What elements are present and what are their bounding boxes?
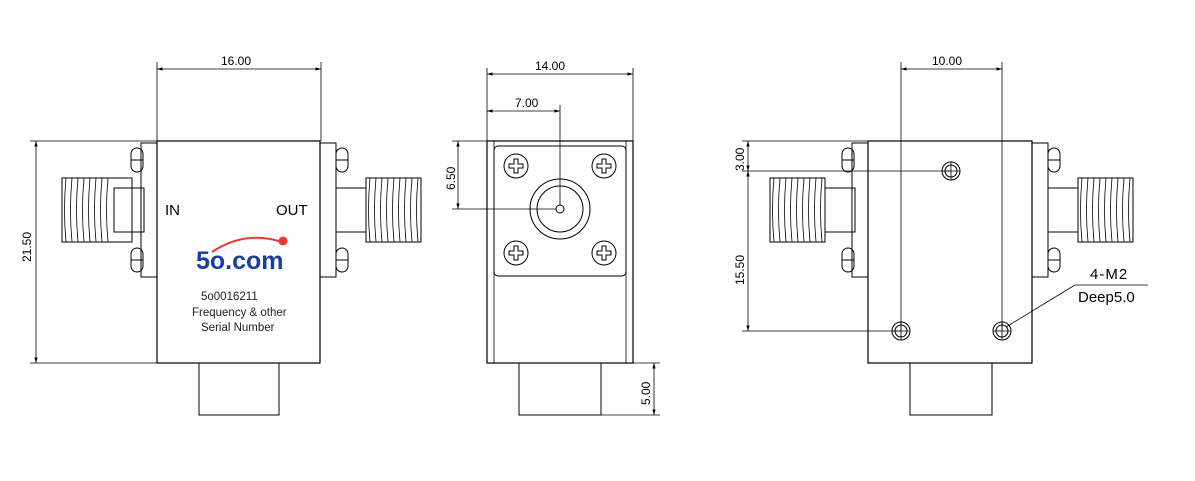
dim-back-hole-top: 3.00 <box>733 140 951 172</box>
front-body <box>156 140 321 364</box>
flange-screw <box>591 240 617 266</box>
thread-rib <box>796 177 799 243</box>
svg-text:6.50: 6.50 <box>444 166 458 190</box>
svg-text:15.50: 15.50 <box>733 255 747 285</box>
svg-text:5.00: 5.00 <box>639 381 653 405</box>
svg-text:5o.com: 5o.com <box>196 247 284 275</box>
thread-rib <box>1080 177 1083 243</box>
thread-rib <box>1104 177 1107 243</box>
front-view: IN OUT 5o.com 5o0016211 Frequency & othe… <box>20 54 422 416</box>
frequency-text: Frequency & other <box>192 307 287 319</box>
thread-rib <box>64 177 67 243</box>
thread-rib <box>368 177 371 243</box>
thread-rib <box>398 177 401 243</box>
dim-side-base-height: 5.00 <box>601 362 660 416</box>
in-label: IN <box>165 202 180 219</box>
thread-rib <box>416 177 419 243</box>
back-view: 10.00 3.00 15.50 4-M2 Deep5.0 <box>733 54 1148 416</box>
svg-text:14.00: 14.00 <box>535 59 565 73</box>
thread-rib <box>82 177 85 243</box>
side-view: 14.00 7.00 6.50 5.00 <box>444 59 660 416</box>
thread-rib <box>386 177 389 243</box>
svg-text:16.00: 16.00 <box>221 54 251 68</box>
thread-rib <box>1086 177 1089 243</box>
thread-rib <box>76 177 79 243</box>
thread-rib <box>374 177 377 243</box>
dim-front-width: 16.00 <box>156 54 322 141</box>
thread-rib <box>1110 177 1113 243</box>
front-right-connector <box>319 142 422 278</box>
flange-screw <box>591 153 617 179</box>
svg-text:3.00: 3.00 <box>733 147 747 171</box>
dim-side-connector-offset: 6.50 <box>444 140 556 210</box>
front-base <box>198 362 280 416</box>
thread-rib <box>410 177 413 243</box>
serial-number-label: Serial Number <box>201 322 275 334</box>
back-left-connector <box>769 142 869 278</box>
thread-rib <box>392 177 395 243</box>
thread-rib <box>802 177 805 243</box>
thread-rib <box>1098 177 1101 243</box>
thread-rib <box>88 177 91 243</box>
thread-rib <box>784 177 787 243</box>
thread-rib <box>1092 177 1095 243</box>
serial-number: 5o0016211 <box>201 291 258 303</box>
dim-back-hole-spacing: 10.00 <box>900 54 1003 331</box>
thread-rib <box>814 177 817 243</box>
thread-rib <box>808 177 811 243</box>
svg-text:4-M2: 4-M2 <box>1090 266 1128 283</box>
thread-rib <box>1122 177 1125 243</box>
out-label: OUT <box>276 202 308 219</box>
svg-text:7.00: 7.00 <box>515 96 539 110</box>
flange-screw <box>503 153 529 179</box>
thread-rib <box>106 177 109 243</box>
thread-rib <box>404 177 407 243</box>
thread-rib <box>70 177 73 243</box>
thread-rib <box>790 177 793 243</box>
dim-front-height: 21.50 <box>20 140 157 364</box>
hole-note: 4-M2 Deep5.0 <box>1005 266 1148 328</box>
thread-rib <box>772 177 775 243</box>
svg-text:Deep5.0: Deep5.0 <box>1078 289 1135 306</box>
thread-rib <box>820 177 823 243</box>
side-base <box>518 362 602 416</box>
back-right-connector <box>1031 142 1134 278</box>
front-left-connector <box>61 142 158 278</box>
dim-side-half-width: 7.00 <box>487 96 561 205</box>
dim-back-hole-vertical: 15.50 <box>733 171 901 332</box>
thread-rib <box>1116 177 1119 243</box>
back-base <box>909 362 993 416</box>
thread-rib <box>100 177 103 243</box>
thread-rib <box>94 177 97 243</box>
svg-text:10.00: 10.00 <box>932 54 962 68</box>
company-logo: 5o.com <box>196 236 288 275</box>
thread-rib <box>778 177 781 243</box>
svg-text:21.50: 21.50 <box>20 232 34 262</box>
thread-rib <box>1128 177 1131 243</box>
thread-rib <box>380 177 383 243</box>
flange-screw <box>503 240 529 266</box>
dim-side-width: 14.00 <box>486 59 634 141</box>
